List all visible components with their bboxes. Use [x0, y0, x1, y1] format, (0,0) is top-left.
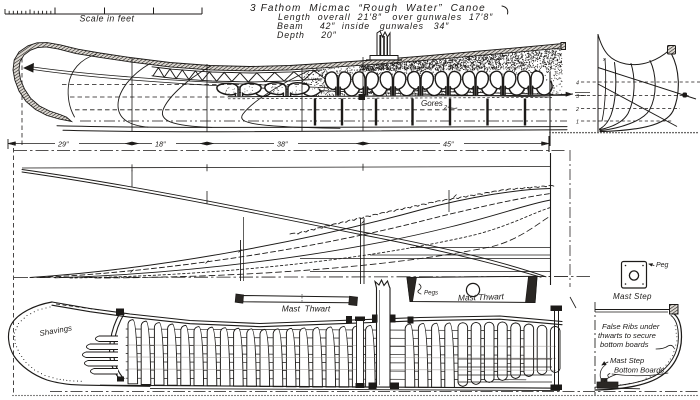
svg-text:x: x — [602, 57, 606, 63]
svg-text:Depth 20″: Depth 20″ — [277, 30, 337, 40]
svg-text:3 Fathom Micmac “Rough Wate: 3 Fathom Micmac “Rough Water” Canoe — [250, 3, 486, 14]
svg-text:Bottom Boards: Bottom Boards — [614, 366, 664, 375]
svg-text:Beam 42″ inside gunwale: Beam 42″ inside gunwales 34″ — [277, 21, 449, 31]
svg-text:Length overall 21′8″ over: Length overall 21′8″ over gunwales 17′8″ — [278, 12, 493, 22]
svg-text:Gores: Gores — [421, 99, 443, 108]
svg-text:Mast Step: Mast Step — [610, 356, 644, 365]
svg-text:38″: 38″ — [277, 140, 288, 149]
svg-text:Pegs: Pegs — [424, 290, 438, 297]
svg-text:Mast Thwart: Mast Thwart — [282, 304, 331, 314]
svg-text:False Ribs under: False Ribs under — [602, 322, 660, 331]
svg-text:18″: 18″ — [155, 140, 166, 149]
svg-text:29″: 29″ — [57, 140, 69, 149]
svg-text:45″: 45″ — [443, 140, 454, 149]
svg-text:2: 2 — [575, 107, 579, 113]
svg-text:Peg: Peg — [656, 262, 669, 269]
svg-text:4: 4 — [576, 80, 579, 86]
svg-text:Mast Thwart: Mast Thwart — [458, 291, 505, 303]
svg-text:Scale in feet: Scale in feet — [80, 14, 135, 24]
svg-text:1: 1 — [576, 119, 579, 125]
svg-text:3: 3 — [576, 94, 579, 100]
svg-text:2: 2 — [443, 105, 447, 111]
svg-text:thwarts to secure: thwarts to secure — [598, 331, 656, 340]
svg-text:bottom boards: bottom boards — [600, 340, 649, 349]
svg-text:Mast Step: Mast Step — [613, 292, 652, 301]
